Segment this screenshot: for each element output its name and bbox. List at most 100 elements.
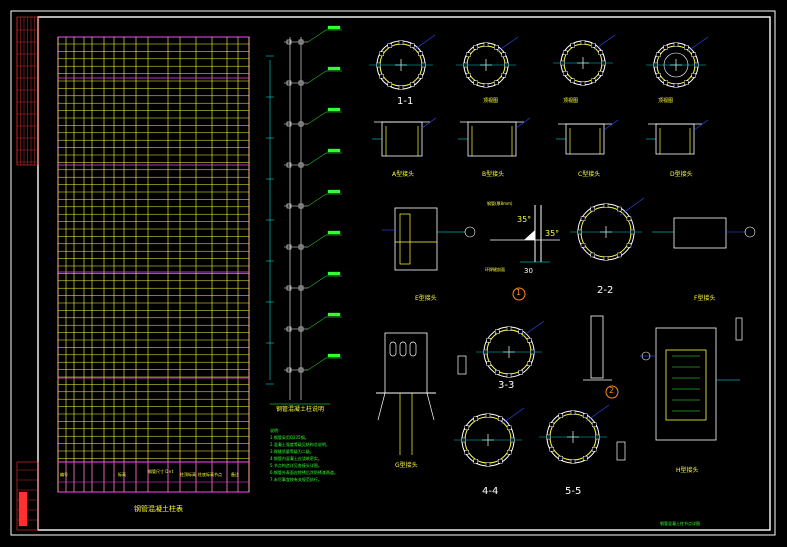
note-line: 2.混凝土强度等级见结构总说明。: [270, 442, 330, 447]
plan-b-stiffener: [570, 78, 575, 84]
plan-b-stiffener: [562, 50, 568, 55]
joint-d-leader: [693, 119, 709, 131]
section-4-4-stiffener: [485, 413, 491, 418]
section-5-5-stiffener: [549, 447, 555, 452]
pin-detail: [616, 441, 626, 461]
plan-a-stiffener: [494, 44, 499, 50]
section-2-2-stiffener: [617, 206, 622, 212]
elevation-tag: [327, 230, 341, 235]
note-line: 7.未尽事宜按有关规范执行。: [270, 477, 322, 482]
section-label-2-2: 2-2: [597, 285, 614, 296]
leader-line: [307, 275, 327, 289]
joint-details: [369, 34, 756, 467]
plan-c-bolt-ring: [663, 52, 689, 78]
angle-label-1: 35°: [517, 215, 532, 224]
note-line: 6.钢管外表面应除锈后涂防锈漆两道。: [270, 470, 338, 475]
plan-1-1-stiffener: [387, 43, 392, 48]
plan-b-stiffener: [562, 71, 568, 76]
section-4-4-stiffener: [464, 450, 470, 455]
callout-number-2: 2: [609, 386, 615, 395]
plan-c-stiffener: [684, 80, 689, 86]
joint-h-body: [655, 327, 717, 441]
section-2-2-stiffener: [617, 252, 622, 258]
table-outline: [57, 36, 250, 493]
plan-b-stiffener: [591, 42, 596, 48]
joint-b-body: [467, 121, 517, 157]
plan-1-1-stiffener: [418, 51, 423, 56]
plan-1-1-stiffener: [398, 40, 404, 45]
plan-a-stiffener: [483, 42, 489, 47]
section-3-3-stiffener: [527, 361, 532, 366]
elevation-tag: [327, 271, 341, 276]
joint-b-leader: [515, 117, 531, 129]
notes-title: 钢管混凝土柱说明: [276, 406, 325, 413]
section-3-3-stiffener: [495, 370, 500, 375]
table-header-7: 备注: [231, 472, 239, 477]
section-3-3-stiffener: [495, 329, 500, 334]
joint-c-leader: [603, 119, 619, 131]
leader-line: [307, 316, 327, 330]
section-5-5-stiffener: [583, 413, 588, 419]
table-header-4: 柱顶标高: [180, 472, 196, 477]
plan-c-stiffener: [691, 73, 697, 78]
table-title: 钢管混凝土柱表: [134, 505, 183, 513]
leader-line: [307, 152, 327, 166]
joint-d-body: [655, 123, 695, 155]
elevation-tag: [327, 25, 341, 30]
section-4-4-stiffener: [506, 450, 512, 455]
plan-b-stiffener: [580, 40, 586, 45]
callout-circle-1: [512, 287, 526, 301]
joint-marker: [298, 244, 304, 250]
joint-marker: [286, 326, 292, 332]
plan-1-1-stiffener: [398, 85, 404, 90]
plan-c-stiffener: [655, 73, 661, 78]
section-3-3-stiffener: [518, 370, 523, 375]
section-2-2-stiffener: [626, 216, 632, 221]
section-label-5-5: 5-5: [565, 486, 582, 497]
leader-line: [307, 111, 327, 125]
plan-a-stiffener: [494, 80, 499, 86]
section-label-4-4: 4-4: [482, 486, 499, 497]
joint-label-e: E型接头: [415, 295, 437, 302]
section-5-5-stiffener: [583, 455, 588, 461]
section-3-3-stiffener: [506, 373, 512, 378]
joint-label-b: B型接头: [482, 171, 505, 178]
section-3-3-stiffener: [506, 326, 512, 331]
leader-line: [307, 29, 327, 43]
section-4-4-stiffener: [473, 458, 478, 464]
plan-a-stiffener: [465, 73, 471, 78]
plan-a-stiffener: [501, 52, 507, 57]
inner-border: [37, 16, 771, 531]
joint-label-d: D型接头: [670, 171, 693, 178]
section-5-5-leader: [585, 404, 610, 422]
section-5-5-stiffener: [558, 413, 563, 419]
joint-h-callout: [641, 351, 651, 361]
plan-c-stiffener: [655, 52, 661, 57]
drawing-frame: [10, 10, 776, 536]
joint-marker: [298, 121, 304, 127]
section-2-2-stiffener: [603, 203, 609, 208]
joint-g-slot: [409, 341, 417, 357]
plan-label-b: 顶视图: [563, 98, 579, 104]
table-header-1: 编号: [60, 472, 68, 477]
outer-border: [10, 10, 776, 536]
section-label-3-3: 3-3: [498, 380, 515, 391]
section-5-5-stiffener: [570, 459, 576, 464]
plan-1-1-stiffener: [410, 82, 415, 87]
drawing-footer: 钢管混凝土柱节点详图: [660, 521, 700, 526]
note-line: 说明：: [270, 428, 282, 433]
section-2-2-stiffener: [603, 256, 609, 261]
joint-label-g: G型接头: [395, 462, 418, 469]
title-strip: [16, 461, 39, 531]
weld-note: 钢管(厚8mm): [487, 201, 513, 206]
joint-marker: [298, 39, 304, 45]
joint-marker: [286, 203, 292, 209]
section-3-3-stiffener: [486, 338, 491, 343]
plan-a-stiffener: [483, 83, 489, 88]
joint-e-stiffener: [399, 213, 411, 265]
section-3-3-stiffener: [486, 361, 491, 366]
section-4-4-stiffener: [464, 425, 470, 430]
callout-circle-2: [605, 385, 619, 399]
leader-line: [307, 193, 327, 207]
